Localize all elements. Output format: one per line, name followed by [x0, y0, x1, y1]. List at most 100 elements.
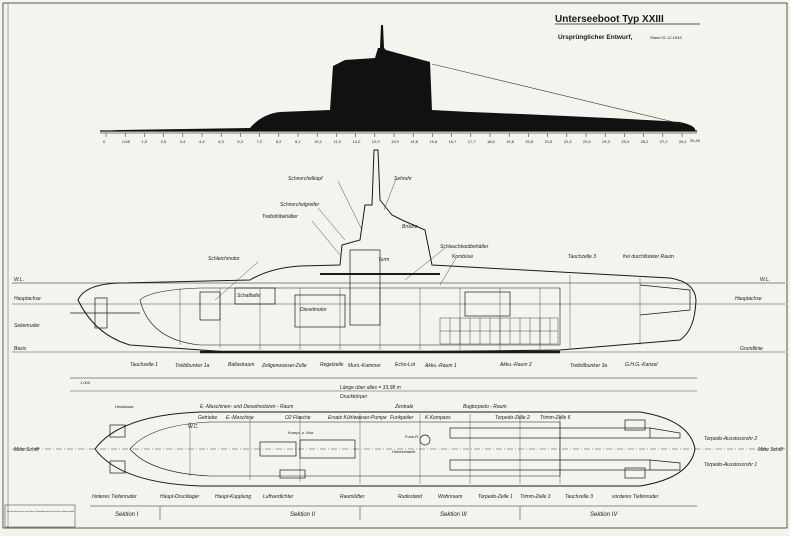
plan-bottom-label: Luftverdichter: [263, 494, 294, 500]
side-bottom-label: Tauchzelle 1: [130, 362, 158, 368]
label-schalttafel: Schalttafel: [237, 293, 261, 299]
plan-bottom-label: Torpedo-Zelle 1: [478, 494, 513, 500]
plan-bottom-label: Tauchzelle 3: [565, 494, 593, 500]
label-freidurch: frei durchfluteter Raum: [623, 254, 674, 260]
plan-emasch: E.-Maschinen- und Dieselmotoren - Raum: [200, 404, 293, 410]
title-subtitle: Ursprünglicher Entwurf,: [558, 34, 633, 41]
plan-getriebe: Getriebe: [198, 415, 217, 421]
left-seitenruder: Seitenruder: [14, 323, 40, 329]
right-grundlinie: Grundlinie: [740, 346, 763, 352]
plan-funkhd: Funk-R.: [405, 434, 419, 439]
scale-tick-label: 25,3: [621, 139, 630, 144]
plan-trimmzelle: Trimm-Zelle 6: [540, 415, 571, 421]
scale-tick-label: 17,7: [468, 139, 477, 144]
right-mitte-schiff: Mitte Schiff: [758, 447, 783, 453]
plan-bottom-label: hinteres Tiefenruder: [92, 494, 137, 500]
plan-emaschine: E.-Maschine: [226, 415, 254, 421]
scale-tick-label: 24,3: [602, 139, 611, 144]
left-mitte-schiff: Mitte Schiff: [14, 447, 39, 453]
label-dieselmotor: Dieselmotor: [300, 307, 327, 313]
scale-left: 1,000: [80, 380, 91, 385]
plan-kreiselkompass: K.Kompass: [425, 415, 451, 421]
length-label: Länge über alles = 33,98 m: [340, 385, 401, 391]
scale-tick-label: 28,1: [679, 139, 688, 144]
label-schleichmotor: Schleichmotor: [208, 256, 240, 262]
scale-tick-label: 2,5: [161, 139, 167, 144]
scale-tick-label: 22,4: [564, 139, 573, 144]
scale-tick-label: 26,2: [641, 139, 650, 144]
label-kombuese: Kombüse: [452, 254, 473, 260]
footnote: Die Zeichnung ist nach dem Originalplan …: [7, 510, 74, 513]
side-bottom-label: Muni.-Kammer: [348, 363, 381, 369]
scale-tick-label: 15,8: [429, 139, 438, 144]
scale-tick-label: 6,3: [237, 139, 243, 144]
plan-bottom-label: Rudestand: [398, 494, 422, 500]
plan-kompressor: Kompr. u. Mot.: [288, 430, 314, 435]
scale-tick-label: 23,4: [583, 139, 592, 144]
label-schnorchelkopf: Schnorchelkopf: [288, 176, 323, 182]
right-hauptachse: Hauptachse: [735, 296, 762, 302]
side-bottom-label: Treiblbunker 1a: [175, 363, 210, 369]
scale-tick-label: 21,5: [545, 139, 554, 144]
label-treibloelbehaelter: Treiböhlbehälter: [262, 214, 298, 220]
side-bottom-label: Zellgenwasser-Zelle: [261, 363, 307, 369]
plan-bottom-label: Haupt-Drucklager: [160, 494, 200, 500]
section-4: Sektion IV: [590, 512, 618, 518]
right-torpedo-1: Torpedo-Ausstossrohr 1: [704, 462, 757, 468]
scale-tick-label: 4,4: [199, 139, 205, 144]
side-section-view: [12, 149, 785, 354]
scale-tick-label: 12,9: [372, 139, 381, 144]
side-bottom-label: Treibölbunker 3a: [570, 363, 607, 369]
scale-tick-label: 12,0: [353, 139, 362, 144]
side-bottom-label: Akku.-Raum 1: [424, 363, 457, 369]
plan-o2flasche: O2 Flasche: [285, 415, 311, 421]
plan-bottom-label: Raumlüfter: [340, 494, 365, 500]
left-hauptachse: Hauptachse: [14, 296, 41, 302]
plan-schott: Hebeschacht: [392, 449, 416, 454]
left-wl: W.L.: [14, 277, 24, 283]
label-schlauchboot: Schlauchbootbehälter: [440, 244, 489, 250]
side-bottom-label: Ballastraum: [228, 362, 254, 368]
side-bottom-label: Regelzelle: [320, 362, 344, 368]
scale-tick-label: 10,1: [314, 139, 323, 144]
scale-tick-label: 20,5: [525, 139, 534, 144]
plan-wc: W.C.: [188, 424, 199, 430]
scale-tick-label: 16,7: [449, 139, 458, 144]
scale-end: 30,40: [690, 138, 701, 143]
scale-tick-label: 0: [103, 139, 106, 144]
section-3: Sektion III: [440, 512, 467, 518]
plan-bottom-label: vorderes Tiefenruder: [612, 494, 659, 500]
section-1: Sektion I: [115, 512, 139, 518]
right-torpedo-2: Torpedo-Ausstossrohr 2: [704, 436, 757, 442]
title-main: Unterseeboot Typ XXIII: [555, 14, 664, 25]
sheet-border: [2, 2, 788, 529]
scale-tick-label: 3,4: [180, 139, 186, 144]
side-bottom-label: Echo-Lot: [395, 362, 416, 368]
scale-tick-label: 1,5: [141, 139, 147, 144]
plan-bottom-label: Trimm-Zelle 3: [520, 494, 551, 500]
plan-zentrale: Zentrale: [394, 404, 414, 410]
plan-bugtorpedo: Bugtorpedo - Raum: [463, 404, 507, 410]
side-bottom-labels: Tauchzelle 1 Treiblbunker 1a Ballastraum Ze…: [130, 362, 658, 369]
scale-tick-label: 14,8: [410, 139, 419, 144]
label-tauchzelle3: Tauchzelle 3: [568, 254, 596, 260]
label-bruecke: Brücke: [402, 224, 418, 230]
scale-tick-label: 19,6: [506, 139, 515, 144]
right-wl: W.L.: [760, 277, 770, 283]
plan-bottom-label: Wohnraum: [438, 494, 462, 500]
plan-view: [12, 411, 785, 487]
scale-tick-label: 18,6: [487, 139, 496, 144]
scale-tick-label: 9,1: [295, 139, 301, 144]
scale-tick-label: 8,2: [276, 139, 282, 144]
scale-tick-label: 11,0: [333, 139, 341, 144]
label-turm: Turm: [378, 257, 389, 263]
left-basis: Basis: [14, 346, 27, 352]
silhouette-view: [100, 25, 697, 134]
plan-funkpeiler: Funkpeiler: [390, 415, 414, 421]
leader-lines: [214, 178, 457, 301]
plan-tz2: Torpedo-Zelle 2: [495, 415, 530, 421]
